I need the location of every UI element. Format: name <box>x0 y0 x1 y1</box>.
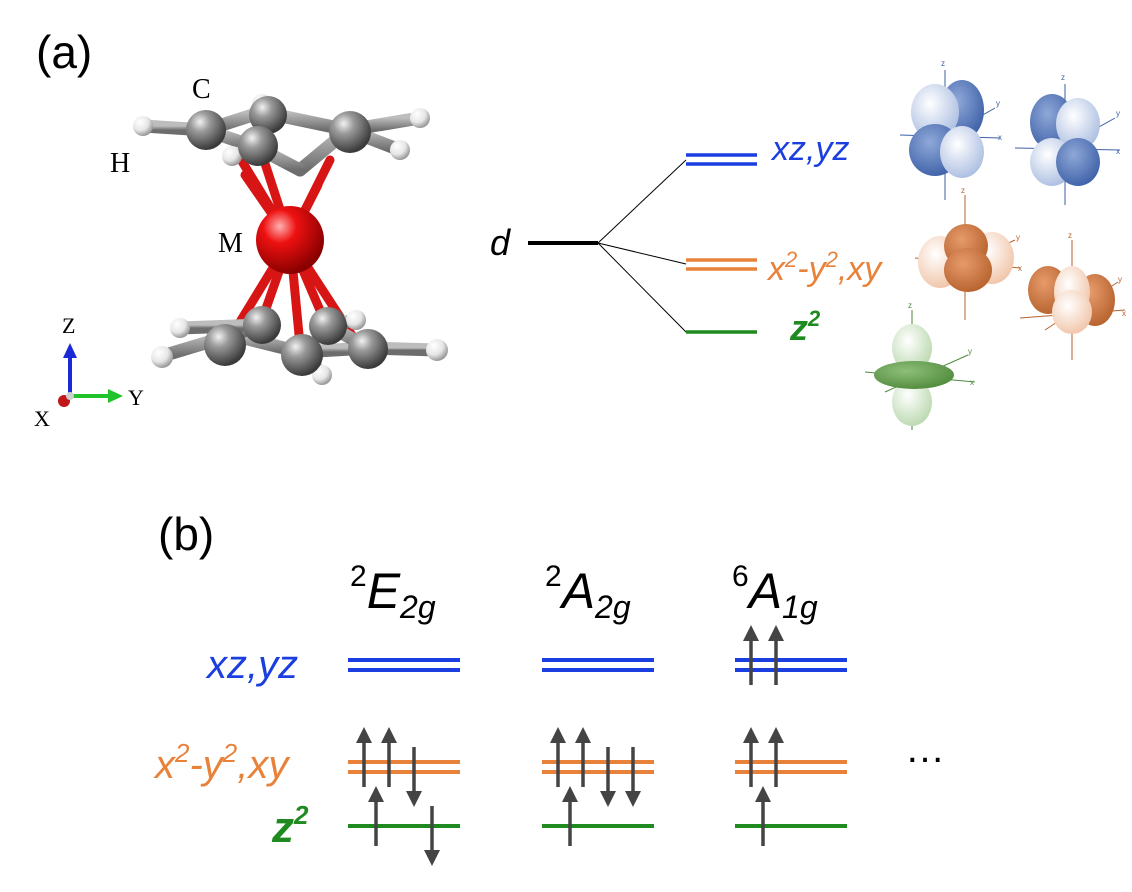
metal-label: M <box>218 228 243 259</box>
orbital-x2y2-picture: z y x <box>914 186 1022 320</box>
spin-up-arrowhead <box>550 727 566 743</box>
metallocene-molecule: C H M <box>110 74 448 385</box>
level-xzyz-label: xz,yz <box>770 130 849 168</box>
svg-text:z: z <box>908 301 912 310</box>
svg-text:y: y <box>1016 233 1020 242</box>
row-label-xzyz: xz,yz <box>205 643 298 687</box>
orbital-xy-picture: z y x <box>1019 231 1126 360</box>
state-header-1: 2E2g <box>350 560 436 625</box>
carbon-label: C <box>192 74 211 105</box>
svg-text:z: z <box>941 59 945 68</box>
level-x2y2xy-label: x2-y2,xy <box>766 247 883 288</box>
svg-text:z: z <box>961 186 965 195</box>
ellipsis: … <box>905 727 945 771</box>
level-z2-label: z2 <box>789 306 821 348</box>
spin-down-arrowhead <box>600 791 616 807</box>
axis-x-label: X <box>34 406 50 431</box>
axis-triad: Z Y X <box>34 313 144 431</box>
spin-up-arrowhead <box>768 727 784 743</box>
panel-b-label: (b) <box>158 508 214 560</box>
spin-up-arrowhead <box>755 786 771 802</box>
metal-atom <box>256 206 324 274</box>
hydrogen-label: H <box>110 148 130 179</box>
svg-text:y: y <box>996 99 1000 108</box>
row-label-x2y2xy: x2-y2,xy <box>153 738 291 787</box>
svg-text:x: x <box>1122 309 1126 318</box>
spin-up-arrowhead <box>356 727 372 743</box>
spin-up-arrowhead <box>381 727 397 743</box>
occupation-diagrams <box>348 625 847 866</box>
spin-down-arrowhead <box>406 791 422 807</box>
spin-up-arrowhead <box>743 625 759 641</box>
d-splitting-diagram: d xz,yz x2-y2,xy z2 <box>490 130 883 348</box>
svg-text:x: x <box>998 133 1002 142</box>
orbital-z2-picture: z y x <box>864 301 976 430</box>
axis-z-label: Z <box>62 313 75 338</box>
svg-text:y: y <box>1118 275 1122 284</box>
d-label: d <box>490 222 511 263</box>
svg-text:z: z <box>1061 73 1065 82</box>
svg-text:x: x <box>1116 147 1120 156</box>
svg-text:z: z <box>1068 231 1072 240</box>
row-label-z2: z2 <box>271 800 309 852</box>
spin-up-arrowhead <box>575 727 591 743</box>
spin-up-arrowhead <box>743 727 759 743</box>
state-headers: 2E2g 2A2g 6A1g <box>350 560 818 625</box>
spin-up-arrowhead <box>768 625 784 641</box>
spin-up-arrowhead <box>562 786 578 802</box>
svg-text:x: x <box>1018 264 1022 273</box>
spin-up-arrowhead <box>368 786 384 802</box>
axis-y-label: Y <box>128 385 144 410</box>
svg-text:y: y <box>1116 109 1120 118</box>
state-header-3: 6A1g <box>732 560 818 625</box>
orbital-yz-picture: z y x <box>1014 73 1121 205</box>
carbon-atom <box>186 110 226 150</box>
state-header-2: 2A2g <box>545 560 631 625</box>
orbital-xz-picture: z y x <box>899 59 1002 200</box>
svg-text:x: x <box>970 378 974 387</box>
spin-down-arrowhead <box>625 791 641 807</box>
spin-down-arrowhead <box>424 850 440 866</box>
svg-text:y: y <box>968 347 972 356</box>
panel-a-label: (a) <box>36 26 92 78</box>
